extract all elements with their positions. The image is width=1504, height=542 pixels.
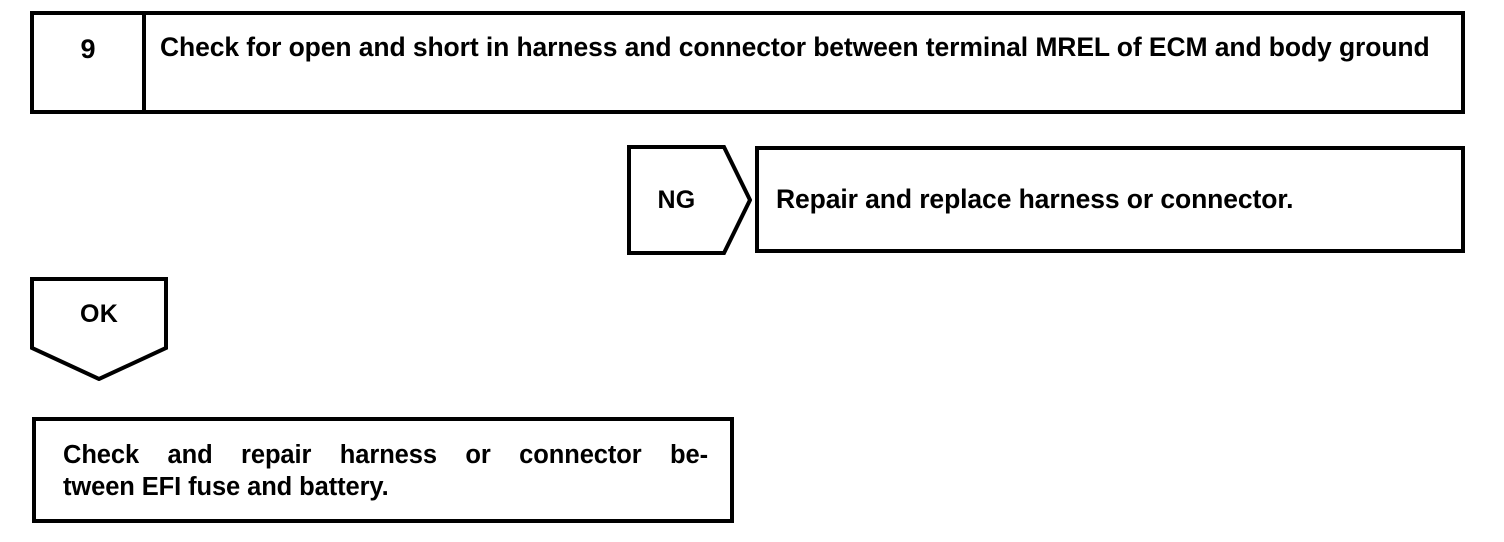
step-instruction-cell: Check for open and short in harness and … [146, 15, 1461, 110]
ok-result-line-1: Check and repair harness or connector be… [63, 441, 708, 469]
ok-branch-label: OK [80, 299, 118, 328]
ng-result-text: Repair and replace harness or connector. [776, 184, 1294, 214]
step-box: 9 Check for open and short in harness an… [30, 11, 1465, 114]
ok-branch-pentagon: OK [30, 277, 168, 381]
ok-result-text: Check and repair harness or connector be… [63, 439, 708, 503]
ng-result-box: Repair and replace harness or connector. [755, 146, 1465, 253]
ok-pentagon-icon [30, 277, 168, 381]
step-number-cell: 9 [34, 15, 146, 110]
ng-branch-label: NG [657, 185, 696, 214]
step-instruction-text: Check for open and short in harness and … [160, 32, 1430, 62]
step-number: 9 [80, 34, 96, 64]
ok-result-box: Check and repair harness or connector be… [32, 417, 734, 523]
ng-pentagon-icon [627, 145, 752, 255]
ng-branch-pentagon: NG [627, 145, 752, 255]
ok-result-line-2: tween EFI fuse and battery. [63, 473, 389, 501]
